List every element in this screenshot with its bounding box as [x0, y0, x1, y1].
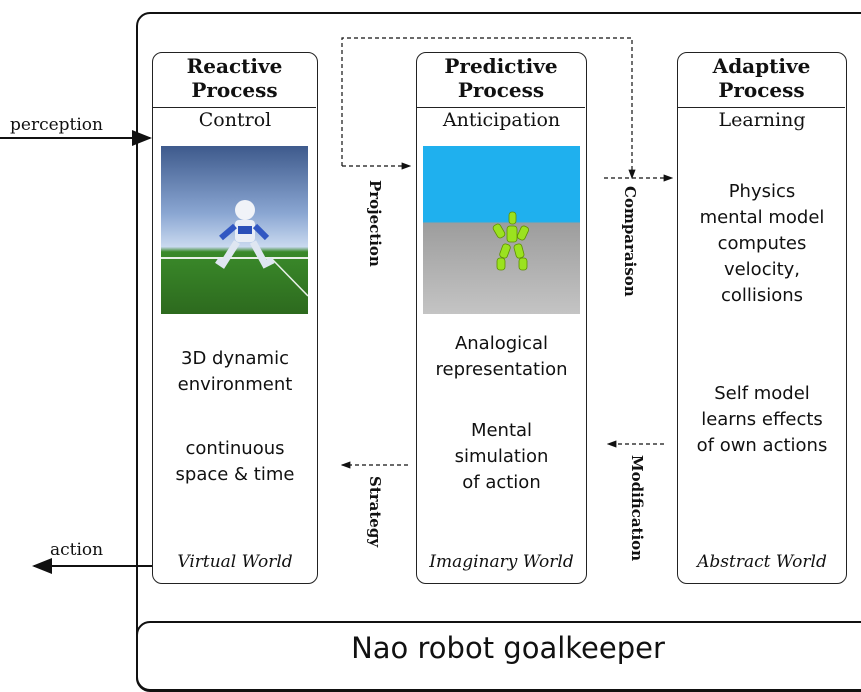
- reactive-process-title: Reactive Process: [186, 54, 283, 102]
- footer-box: Nao robot goalkeeper: [136, 621, 861, 691]
- adaptive-process-detail: Self model learns effects of own actions: [696, 383, 828, 456]
- adaptive-process-subtitle: Learning: [718, 109, 806, 131]
- reactive-process-subtitle: Control: [198, 109, 272, 131]
- adaptive-process-column: Adaptive Process Learning Physics mental…: [677, 52, 847, 584]
- strategy-label: Strategy: [366, 476, 384, 548]
- reactive-process-header: Reactive Process: [153, 53, 316, 108]
- simulation-image: [423, 146, 580, 314]
- robot-on-field-illustration: [161, 200, 309, 297]
- simulated-robot-illustration: [492, 211, 529, 271]
- predictive-process-subtitle: Anticipation: [442, 109, 561, 131]
- projection-label: Projection: [366, 180, 384, 267]
- reactive-process-detail: continuous space & time: [175, 438, 295, 485]
- reactive-process-column: Reactive Process Control 3D dynamic envi…: [152, 52, 318, 584]
- adaptive-process-header: Adaptive Process: [678, 53, 845, 108]
- comparaison-label: Comparaison: [621, 186, 639, 297]
- perception-label: perception: [10, 115, 103, 135]
- predictive-process-world: Imaginary World: [429, 552, 574, 572]
- action-label: action: [50, 540, 104, 560]
- soccer-field-image: [161, 146, 309, 314]
- architecture-diagram: Reactive Process Control 3D dynamic envi…: [0, 12, 861, 692]
- adaptive-process-title: Adaptive Process: [712, 54, 811, 102]
- modification-label: Modification: [628, 455, 646, 562]
- adaptive-process-description: Physics mental model computes velocity, …: [699, 181, 825, 306]
- reactive-process-description: 3D dynamic environment: [177, 348, 293, 395]
- connector-arrows: [0, 37, 674, 574]
- footer-title: Nao robot goalkeeper: [351, 631, 665, 665]
- reactive-process-world: Virtual World: [177, 552, 293, 572]
- comparaison-loop-line: [341, 37, 636, 180]
- adaptive-process-world: Abstract World: [697, 552, 827, 572]
- predictive-process-detail: Mental simulation of action: [454, 420, 549, 493]
- predictive-process-header: Predictive Process: [417, 53, 585, 108]
- predictive-process-title: Predictive Process: [444, 54, 558, 102]
- predictive-process-column: Predictive Process Anticipation Analogic…: [416, 52, 587, 584]
- predictive-process-description: Analogical representation: [435, 333, 568, 380]
